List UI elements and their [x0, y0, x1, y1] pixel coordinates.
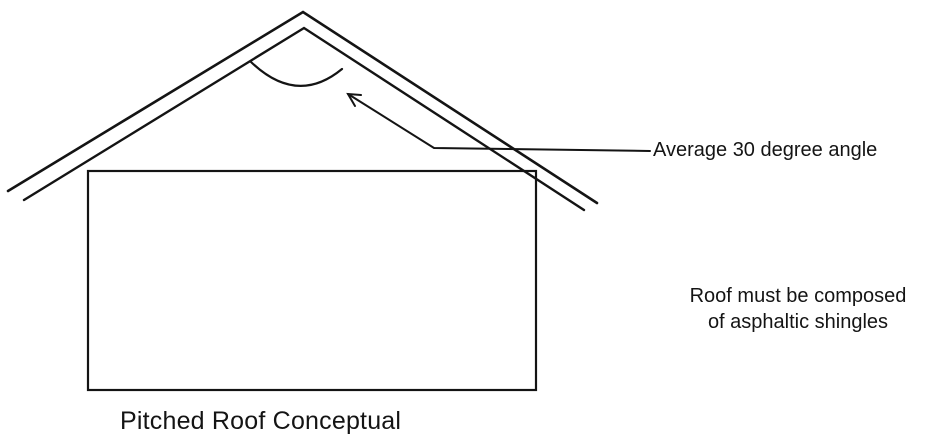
diagram-caption: Pitched Roof Conceptual: [120, 407, 402, 435]
material-note-line-1: Roof must be composed: [689, 285, 907, 307]
roof-inner-line: [22, 26, 586, 212]
building-outline: [86, 169, 538, 392]
annotation-arrow-head: [346, 92, 362, 107]
annotation-arrow-line: [347, 93, 651, 152]
material-note-line-2: of asphaltic shingles: [707, 311, 889, 333]
angle-annotation-label: Average 30 degree angle: [653, 139, 878, 161]
angle-arc: [249, 60, 344, 87]
material-note: Roof must be composed of asphaltic shing…: [660, 283, 936, 335]
roof-outer-line: [6, 10, 599, 205]
